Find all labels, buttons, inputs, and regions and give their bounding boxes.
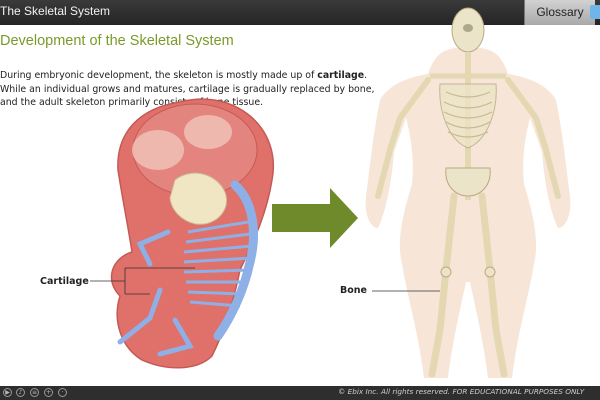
page-title: Development of the Skeletal System [0,33,234,49]
intro-keyword: cartilage [317,70,365,82]
cartilage-label: Cartilage [40,276,89,287]
embryo-ribs [183,220,253,308]
embryo-illustration [110,98,275,369]
skeleton-illustration [90,7,571,378]
intro-text-end: . While an individual grows and matures,… [0,70,375,109]
book-icon[interactable] [590,5,600,19]
bone-label: Bone [340,285,367,296]
status-bar: ▶ ♪ ≡ + · © Ebix Inc. All rights reserve… [0,386,600,400]
intro-paragraph: During embryonic development, the skelet… [0,69,395,110]
adult-ribs [443,91,493,138]
glossary-button[interactable]: Glossary [524,0,595,25]
adult-skeleton [365,7,571,378]
app-title: The Skeletal System [0,4,111,18]
intro-text-start: During embryonic development, the skelet… [0,70,318,82]
leader-lines [90,267,440,295]
notes-icon[interactable]: ≡ [30,388,39,397]
menu-icon[interactable]: · [58,388,67,397]
play-icon[interactable]: ▶ [3,388,12,397]
arrow-icon [272,188,358,248]
copyright-notice: © Ebix Inc. All rights reserved. FOR EDU… [338,387,585,396]
zoom-icon[interactable]: + [44,388,53,397]
title-bar: The Skeletal System Glossary [0,0,600,25]
audio-icon[interactable]: ♪ [16,388,25,397]
